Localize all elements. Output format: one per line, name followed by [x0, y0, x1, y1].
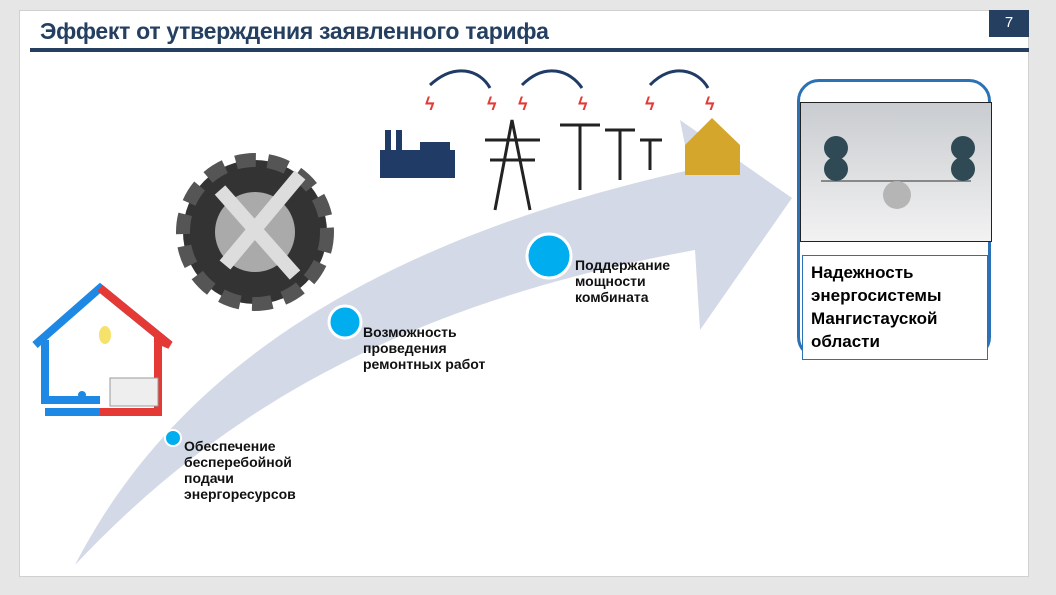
label-line: энергосистемы	[811, 286, 942, 305]
svg-text:ϟ: ϟ	[705, 94, 715, 114]
label-line: проведения	[363, 340, 447, 356]
label-line: Обеспечение	[184, 438, 276, 454]
label-line: области	[811, 332, 880, 351]
label-line: Мангистауской	[811, 309, 938, 328]
label-line: подачи	[184, 470, 234, 486]
label-line: бесперебойной	[184, 454, 292, 470]
balance-image	[800, 102, 992, 242]
label-line: комбината	[575, 289, 649, 305]
step-label-1: Обеспечение бесперебойной подачи энергор…	[184, 438, 296, 502]
svg-text:ϟ: ϟ	[518, 94, 528, 114]
svg-text:ϟ: ϟ	[487, 94, 497, 114]
step-label-2: Возможность проведения ремонтных работ	[363, 324, 485, 372]
label-line: Поддержание	[575, 257, 671, 273]
power-tower-icon	[485, 119, 540, 211]
energy-flow-arrows	[428, 69, 710, 89]
label-line: Возможность	[363, 324, 457, 340]
step-label-3: Поддержание мощности комбината	[575, 257, 670, 305]
label-line: ремонтных работ	[363, 356, 486, 372]
growth-arrow	[75, 120, 792, 565]
house-icon	[32, 282, 173, 416]
step-dot-2	[327, 304, 363, 340]
slide-title: Эффект от утверждения заявленного тарифа	[40, 18, 549, 44]
svg-text:ϟ: ϟ	[578, 94, 588, 114]
label-line: энергоресурсов	[184, 486, 296, 502]
label-line: мощности	[575, 273, 646, 289]
power-poles-icon	[560, 123, 662, 190]
svg-text:ϟ: ϟ	[645, 94, 655, 114]
result-label: Надежность энергосистемы Мангистауской о…	[802, 255, 988, 360]
brick-house-icon	[685, 118, 740, 175]
page-number: 7	[989, 10, 1029, 37]
factory-icon	[380, 130, 455, 178]
gear-wrench-icon	[176, 153, 334, 311]
label-line: Надежность	[811, 263, 914, 282]
svg-text:ϟ: ϟ	[425, 94, 435, 114]
step-dot-1	[164, 429, 182, 447]
step-dot-3	[525, 232, 573, 280]
title-divider	[30, 48, 1029, 52]
